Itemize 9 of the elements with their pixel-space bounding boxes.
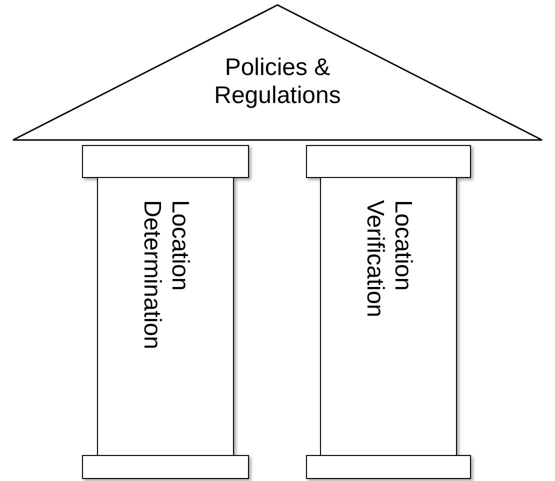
pillar-label: Location Determination [138, 200, 194, 352]
pillar-capital [306, 145, 471, 178]
pillar-shaft [320, 177, 457, 456]
pillar-base [82, 455, 249, 479]
pillar-capital [82, 145, 249, 178]
pillar-base [306, 455, 471, 479]
pillar-shaft [97, 177, 234, 456]
pillar-label: Location Verification [360, 200, 416, 320]
roof-label: Policies & Regulations [213, 54, 342, 110]
